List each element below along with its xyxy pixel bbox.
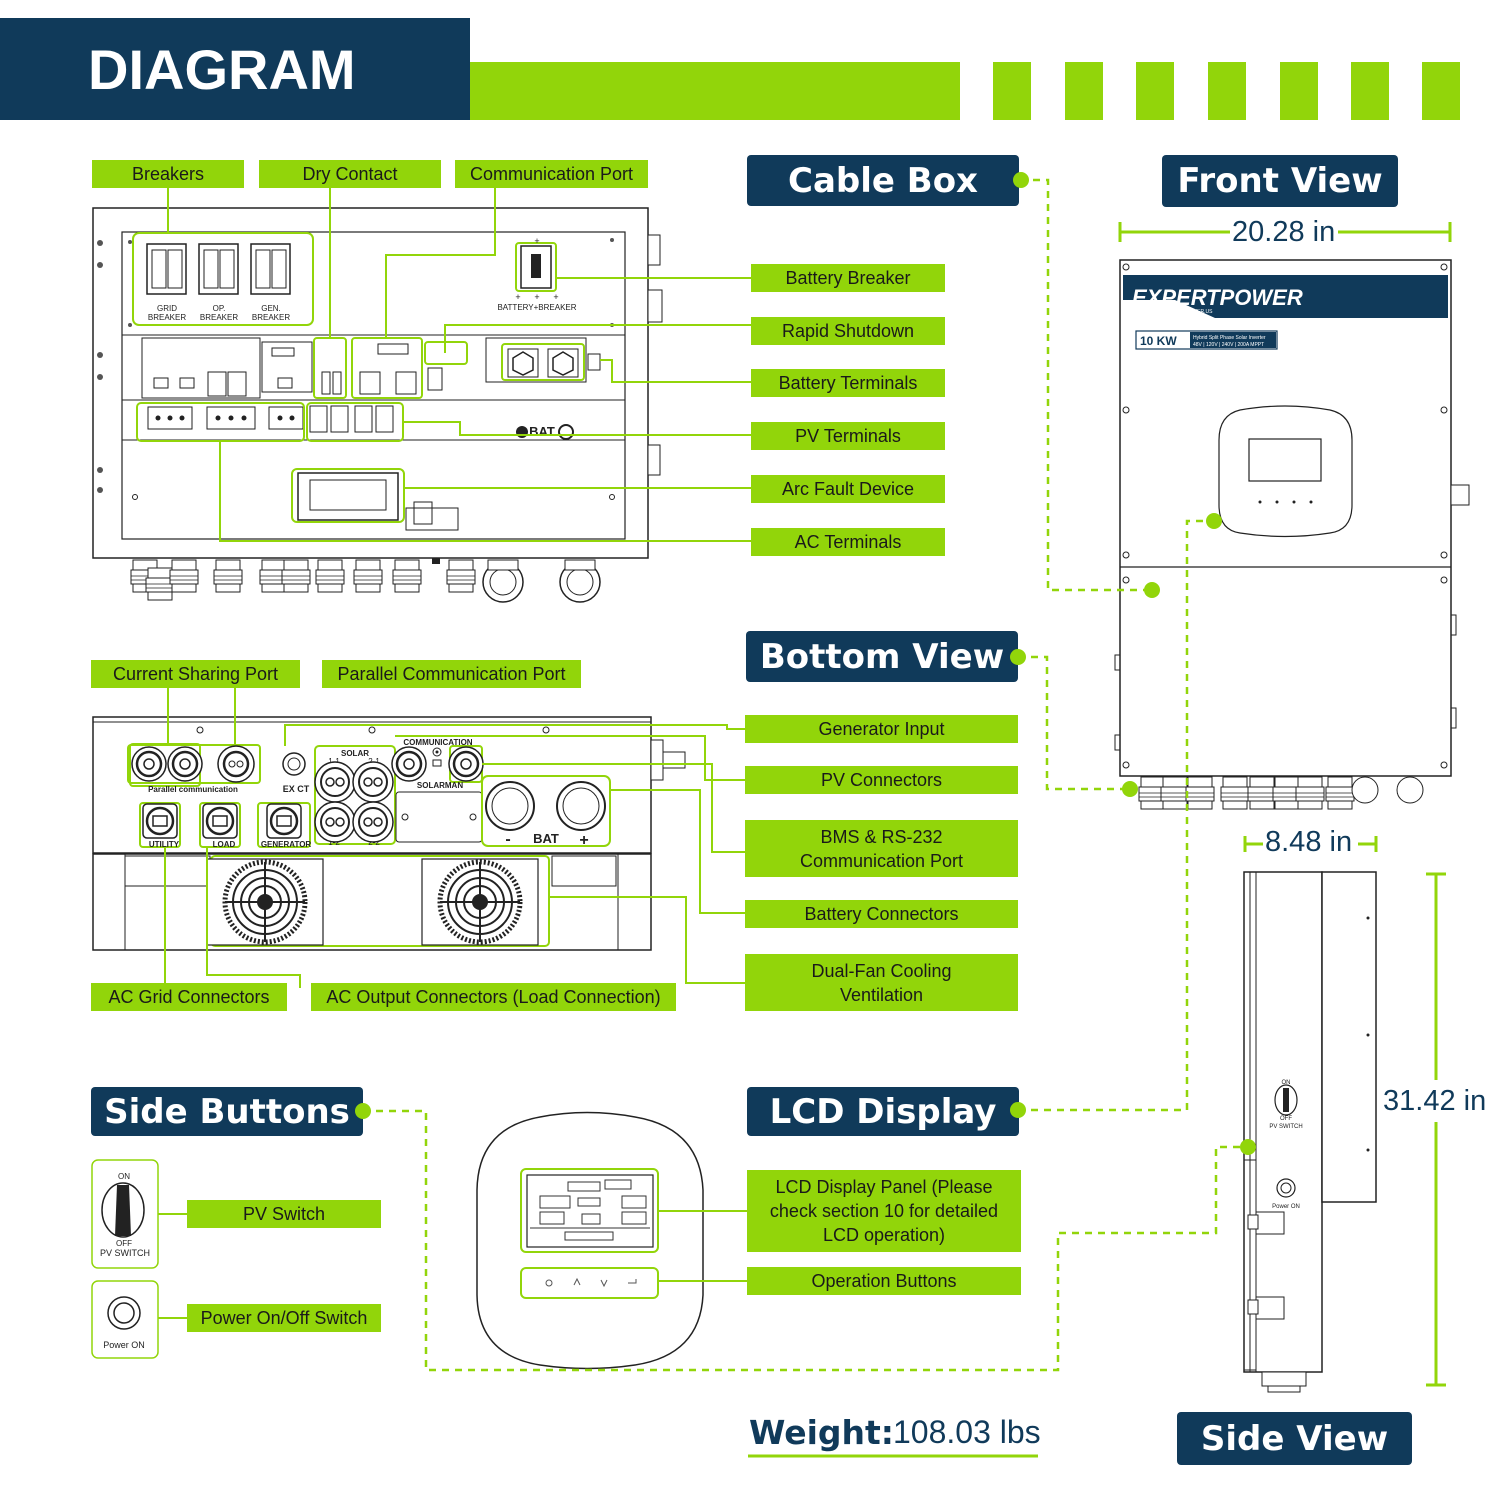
title-accent-block [1422, 62, 1460, 120]
cable-box-leaders [167, 187, 752, 542]
solar-text: SOLAR [341, 749, 369, 758]
gen-breaker-text-2: BREAKER [252, 313, 290, 322]
label-battery-breaker: Battery Breaker [751, 264, 945, 292]
label-power-switch: Power On/Off Switch [187, 1304, 381, 1332]
gen-breaker-text: GEN. [261, 304, 281, 313]
op-breaker-text-2: BREAKER [200, 313, 238, 322]
pv-switch-icon-on: ON [118, 1172, 130, 1181]
front-view-header: Front View [1162, 155, 1398, 207]
pv-switch-icon-text: PV SWITCH [100, 1248, 150, 1258]
communication-text: COMMUNICATION [403, 738, 472, 747]
side-view-header: Side View [1177, 1412, 1412, 1465]
side-button-icons: ON OFF PV SWITCH Power ON [91, 1159, 159, 1359]
label-battery-connectors: Battery Connectors [745, 900, 1018, 928]
side-view-switch-off: OFF [1280, 1116, 1292, 1122]
weight-label: Weight: [749, 1413, 895, 1452]
title-accent-block [993, 62, 1031, 120]
lcd-zoom-drawing [476, 1111, 704, 1370]
side-buttons-header: Side Buttons [91, 1087, 363, 1136]
label-lcd-display-panel: LCD Display Panel (Please check section … [747, 1170, 1021, 1252]
power-on-icon-text: Power ON [103, 1340, 145, 1350]
bat-plus-text: + [579, 832, 588, 849]
op-breaker-text: OP. [213, 304, 226, 313]
connector-dots [355, 172, 1256, 1155]
grid-breaker-text-2: BREAKER [148, 313, 186, 322]
side-button-leaders [158, 1213, 187, 1319]
brand-text: EXPERTPOWER [1132, 285, 1303, 310]
grid-breaker-text: GRID [157, 304, 177, 313]
parallel-comm-text: Parallel communication [148, 785, 238, 794]
label-breakers: Breakers [92, 160, 244, 188]
ex-ct-text: EX CT [283, 784, 310, 794]
load-text: LOAD [213, 840, 236, 849]
lcd-leaders [658, 1210, 748, 1282]
bottom-view-header: Bottom View [746, 631, 1018, 682]
label-pv-terminals: PV Terminals [751, 422, 945, 450]
side-depth-dimension: 8.48 in [1263, 826, 1355, 859]
side-height-dimension: 31.42 in [1381, 1085, 1489, 1118]
weight-value: 108.03 lbs [893, 1414, 1041, 1450]
cable-box-header: Cable Box [747, 155, 1019, 206]
rating-line1: Hybrid Split Phase Solar Inverter [1193, 335, 1266, 341]
label-parallel-communication-port: Parallel Communication Port [322, 660, 581, 688]
label-generator-input: Generator Input [745, 715, 1018, 743]
svg-text:+: + [534, 292, 539, 302]
svg-text:+: + [515, 292, 520, 302]
side-view-power-on: Power ON [1272, 1204, 1300, 1210]
title-accent-block [1280, 62, 1318, 120]
side-view-drawing: ON OFF PV SWITCH Power ON [1243, 836, 1446, 1393]
label-dry-contact: Dry Contact [259, 160, 441, 188]
svg-text:+: + [553, 292, 558, 302]
brand-url-text: WWW.EXPERTPOWER.US [1150, 309, 1213, 315]
bottom-view-leaders [164, 688, 746, 988]
svg-text:+: + [534, 236, 539, 246]
title-accent-block [1065, 62, 1103, 120]
utility-text: UTILITY [149, 840, 180, 849]
title-accent-block [1208, 62, 1246, 120]
label-dual-fan-cooling: Dual-Fan Cooling Ventilation [745, 954, 1018, 1011]
label-communication-port: Communication Port [455, 160, 648, 188]
title-accent-block [1351, 62, 1389, 120]
label-ac-grid-connectors: AC Grid Connectors [91, 983, 287, 1011]
label-pv-switch: PV Switch [187, 1200, 381, 1228]
label-battery-terminals: Battery Terminals [751, 369, 945, 397]
dashed-connectors [363, 178, 1247, 1372]
rating-line2: 48V | 120V | 240V | 200A MPPT [1193, 342, 1264, 348]
solarman-text: SOLARMAN [417, 781, 463, 790]
label-rapid-shutdown: Rapid Shutdown [751, 317, 945, 345]
bottom-view-drawing: Parallel communication EX CT SOLAR 1-1 2… [92, 716, 686, 951]
front-view-drawing: EXPERTPOWER WWW.EXPERTPOWER.US 10 KW Hyb… [1114, 222, 1470, 810]
generator-text: GENERATOR [261, 840, 312, 849]
pv-switch-icon-off: OFF [116, 1239, 132, 1248]
battery-breaker-text: BATTERY+BREAKER [497, 303, 576, 312]
cable-box-drawing: GRID BREAKER OP. BREAKER GEN. BREAKER BA… [92, 207, 663, 603]
lcd-display-header: LCD Display [747, 1087, 1019, 1136]
bat-minus-text: - [505, 831, 510, 848]
side-view-pv-switch: PV SWITCH [1269, 1124, 1302, 1130]
label-ac-terminals: AC Terminals [751, 528, 945, 556]
page-title: DIAGRAM [0, 18, 470, 120]
label-arc-fault-device: Arc Fault Device [751, 475, 945, 503]
label-bms-rs232-port: BMS & RS-232 Communication Port [745, 820, 1018, 877]
label-current-sharing-port: Current Sharing Port [91, 660, 300, 688]
title-accent-block [1136, 62, 1174, 120]
bottom-bat-text: BAT [533, 831, 559, 846]
front-width-dimension: 20.28 in [1230, 216, 1338, 249]
label-pv-connectors: PV Connectors [745, 766, 1018, 794]
label-operation-buttons: Operation Buttons [747, 1267, 1021, 1295]
label-ac-output-connectors: AC Output Connectors (Load Connection) [311, 983, 676, 1011]
rating-text: 10 KW [1140, 334, 1177, 348]
side-view-switch-on: ON [1282, 1080, 1291, 1086]
cable-box-bat-text: BAT [529, 424, 555, 439]
